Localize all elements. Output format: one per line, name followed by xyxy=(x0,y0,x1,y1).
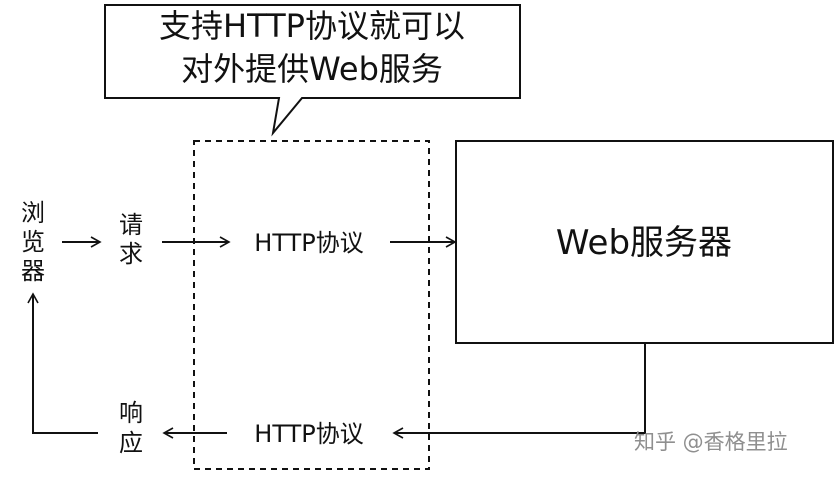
arrow-server-to-http xyxy=(392,343,646,439)
request-char-2: 求 xyxy=(119,240,143,268)
http-protocol-label-top: HTTP协议 xyxy=(254,229,363,257)
request-label: 请 求 xyxy=(119,211,143,268)
response-label: 响 应 xyxy=(119,399,143,457)
response-char-2: 应 xyxy=(119,429,143,457)
browser-char-1: 浏 xyxy=(21,199,45,227)
watermark: 知乎 @香格里拉 xyxy=(634,430,788,454)
http-protocol-label-bottom: HTTP协议 xyxy=(254,420,363,448)
callout-line-2: 对外提供Web服务 xyxy=(181,50,443,88)
web-server-label: Web服务器 xyxy=(556,223,732,263)
protocol-dashed-box xyxy=(193,140,430,470)
browser-label: 浏 览 器 xyxy=(21,199,45,285)
response-char-1: 响 xyxy=(119,399,143,427)
arrow-response-to-browser xyxy=(27,292,98,434)
browser-char-2: 览 xyxy=(21,228,45,256)
web-server-box: Web服务器 xyxy=(455,140,834,344)
callout-bubble: 支持HTTP协议就可以 对外提供Web服务 xyxy=(104,4,521,137)
browser-char-3: 器 xyxy=(21,257,45,285)
request-char-1: 请 xyxy=(119,211,143,239)
callout-line-1: 支持HTTP协议就可以 xyxy=(159,7,465,45)
